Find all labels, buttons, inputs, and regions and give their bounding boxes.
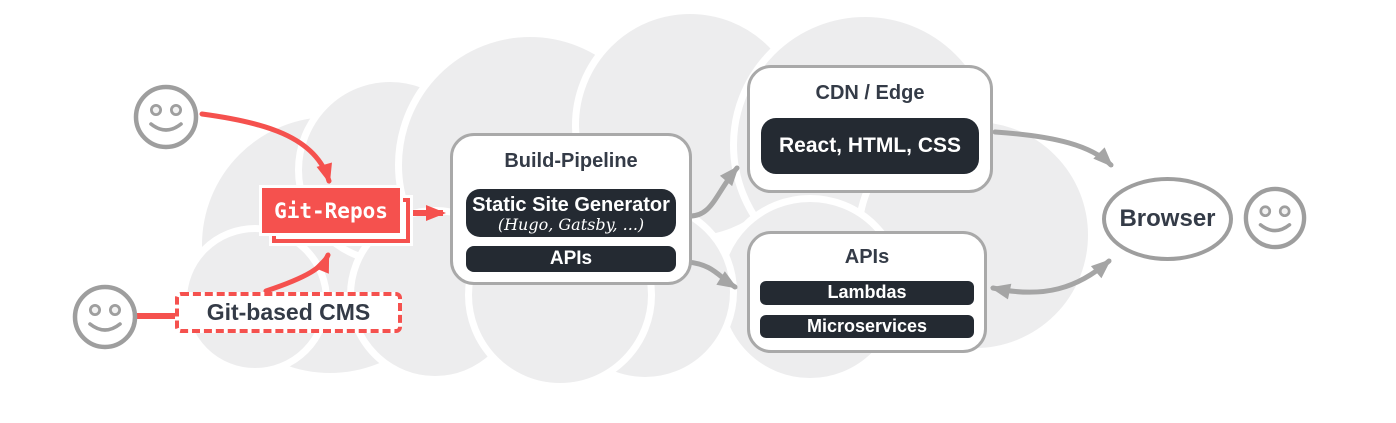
git-repos-node: Git-Repos <box>262 188 400 233</box>
build-pipeline-apis-label: APIs <box>549 248 593 269</box>
arrow-cdn-to-browser <box>992 129 1114 168</box>
lambdas-label: Lambdas <box>827 282 907 303</box>
browser-node: Browser <box>1102 177 1233 261</box>
arrow-cms-to-git-repos <box>263 252 331 294</box>
microservices-label: Microservices <box>806 315 928 336</box>
static-site-generator-subtitle: (Hugo, Gatsby, ...) <box>497 214 645 234</box>
arrow-apis-to-apis-box <box>684 259 738 290</box>
git-repos-label: Git-Repos <box>274 198 388 223</box>
git-based-cms-node: Git-based CMS <box>175 292 402 333</box>
microservices-box: Microservices <box>760 314 974 338</box>
static-site-generator-box: Static Site Generator (Hugo, Gatsby, ...… <box>466 189 676 237</box>
browser-label: Browser <box>1119 205 1216 232</box>
build-pipeline-apis-box: APIs <box>466 246 676 272</box>
lambdas-box: Lambdas <box>760 281 974 305</box>
cdn-edge-node: CDN / Edge React, HTML, CSS <box>747 65 993 193</box>
build-pipeline-node: Build-Pipeline Static Site Generator (Hu… <box>450 133 692 285</box>
user-smiley-icon <box>72 284 138 350</box>
static-site-generator-label: Static Site Generator <box>472 193 670 216</box>
cdn-edge-title: CDN / Edge <box>815 82 925 104</box>
apis-node: APIs Lambdas Microservices <box>747 231 987 353</box>
git-based-cms-label: Git-based CMS <box>206 299 371 325</box>
arrow-browser-apis-bidirectional <box>990 258 1112 300</box>
arrow-user-to-git-repos <box>199 111 332 184</box>
user-smiley-icon <box>133 84 199 150</box>
arrow-ssg-to-cdn <box>684 165 740 219</box>
cdn-content-box: React, HTML, CSS <box>761 118 979 174</box>
apis-title: APIs <box>844 246 890 268</box>
cdn-content-label: React, HTML, CSS <box>778 134 962 157</box>
build-pipeline-title: Build-Pipeline <box>504 150 638 172</box>
user-smiley-icon <box>1243 186 1307 250</box>
